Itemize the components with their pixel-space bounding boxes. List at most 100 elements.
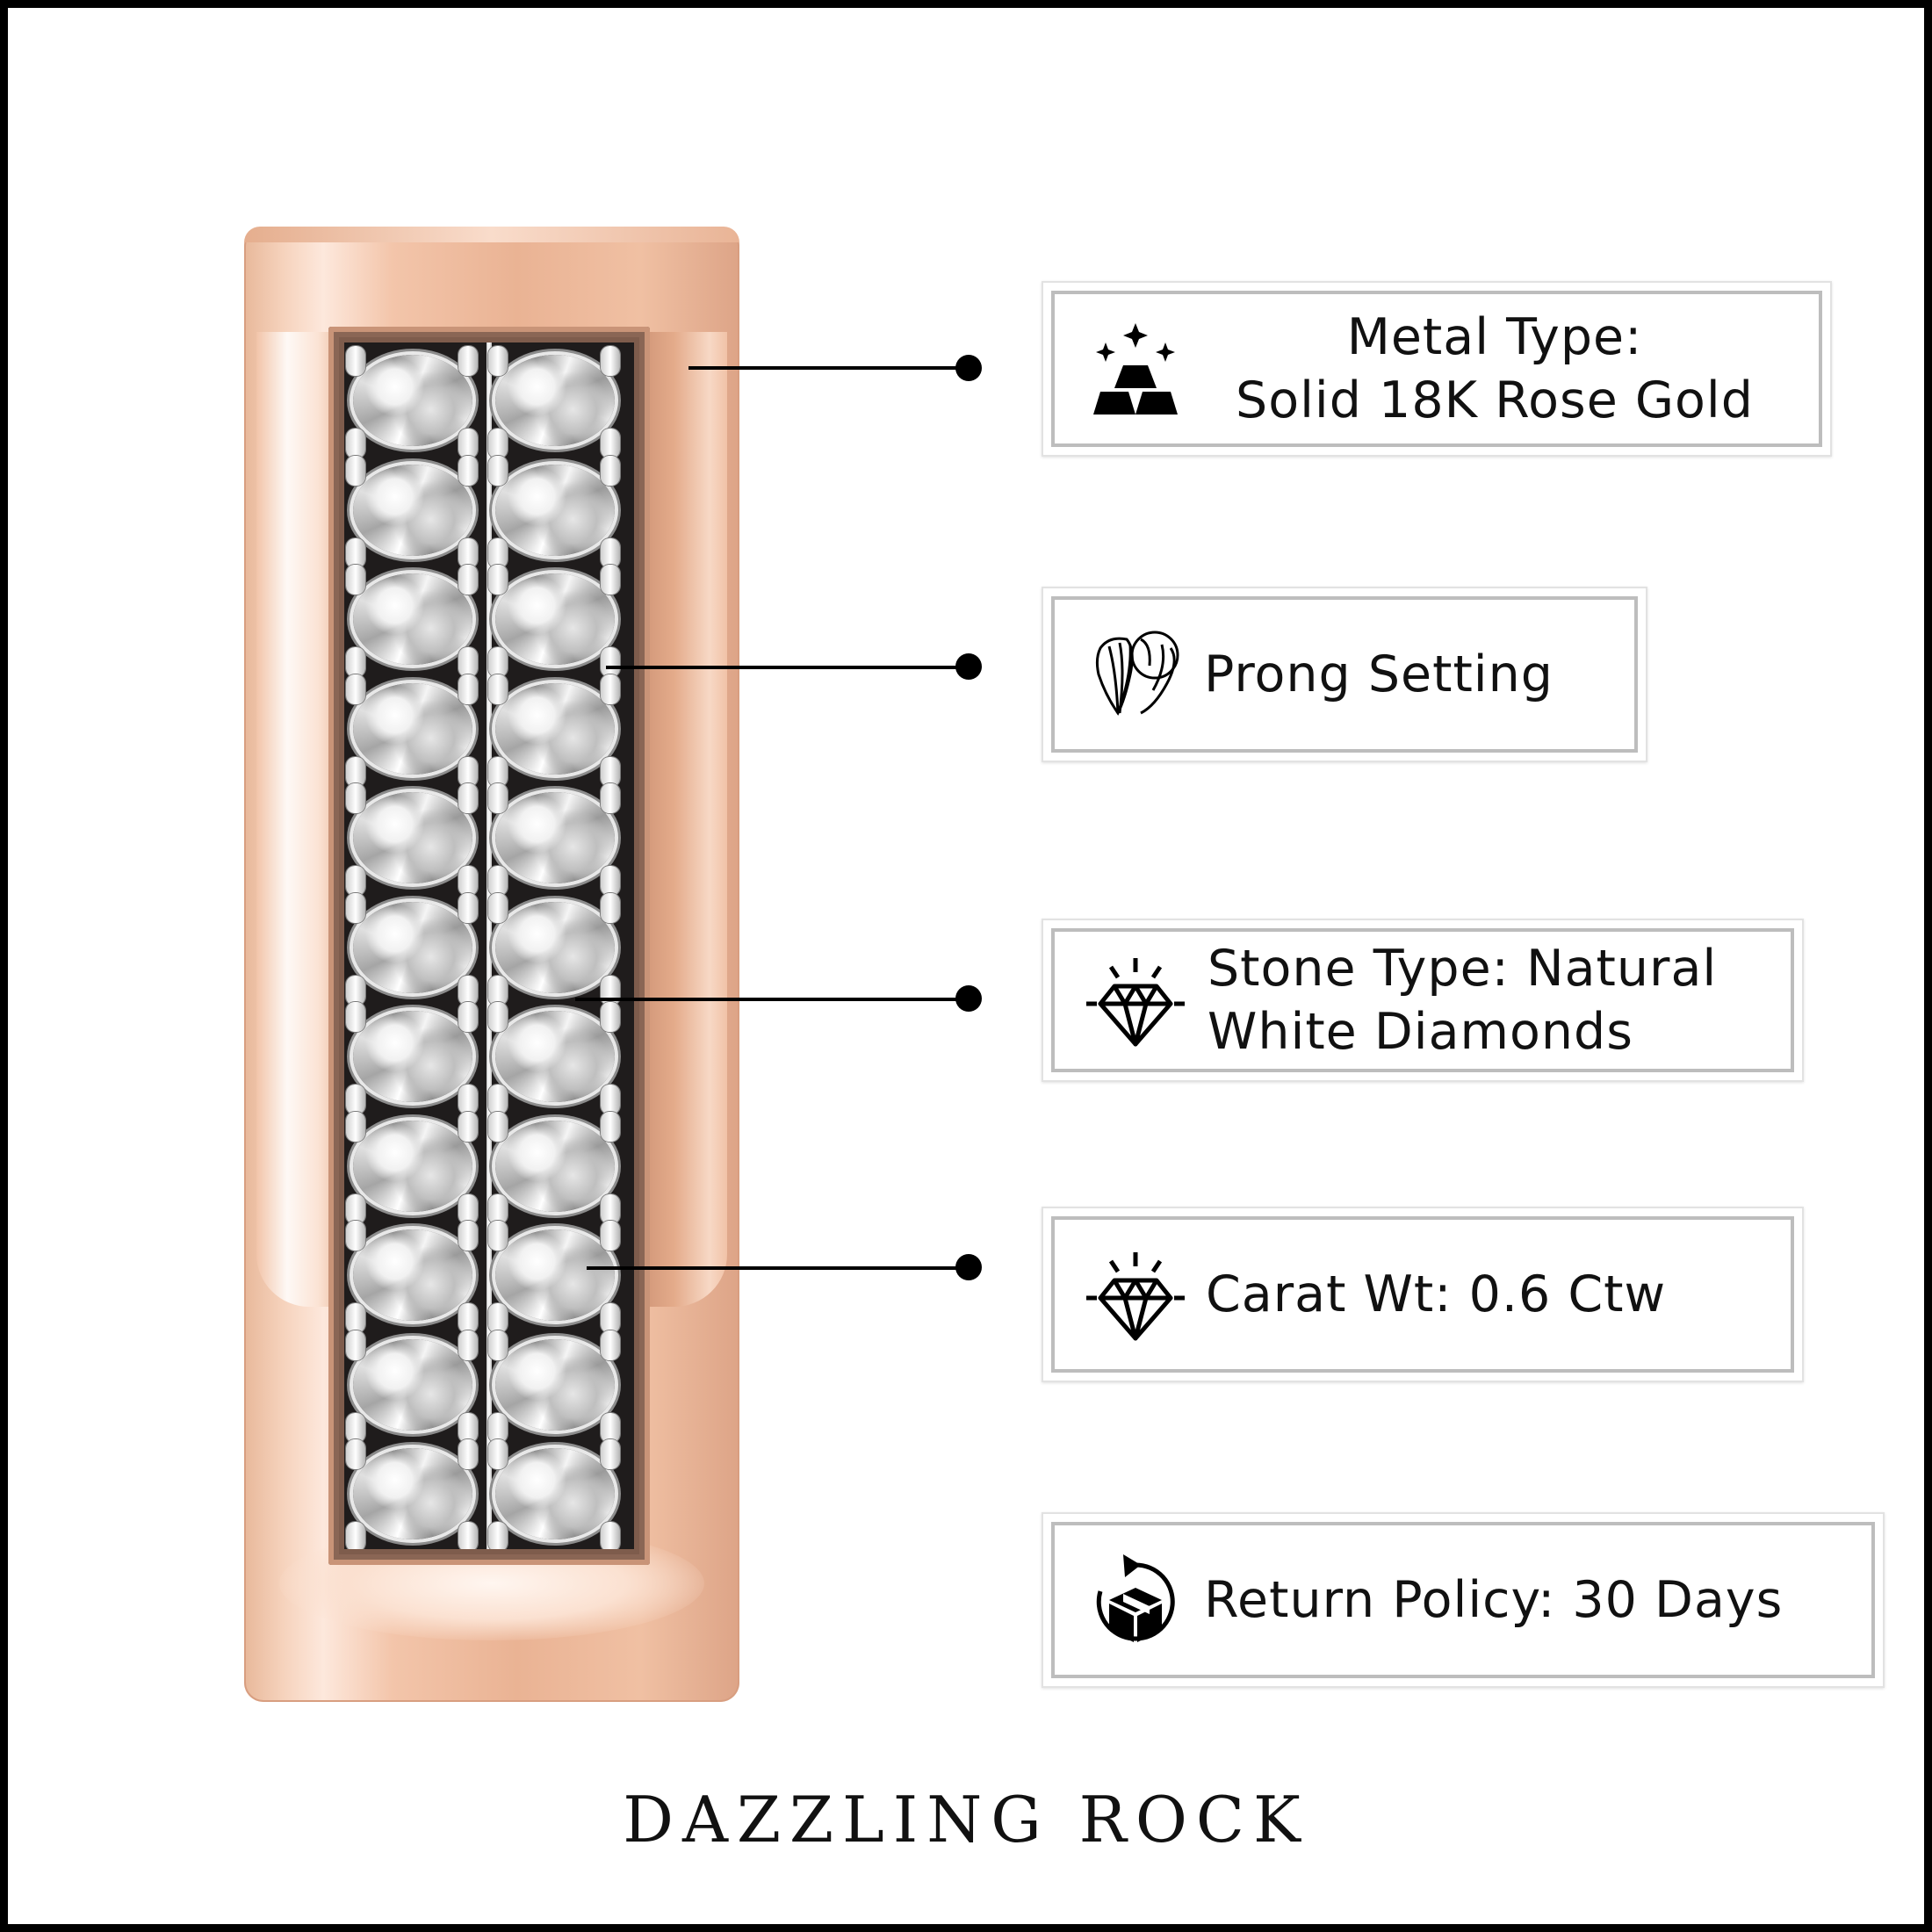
feature-card-border: Prong Setting (1051, 596, 1638, 753)
diamond-stone (495, 682, 615, 775)
diamond-stone (495, 573, 615, 665)
feature-line: White Diamonds (1208, 1003, 1633, 1061)
prong (601, 756, 620, 787)
prong (458, 346, 478, 376)
ring-inner-right-shadow (639, 332, 727, 1307)
feature-text-metal: Metal Type: Solid 18K Rose Gold (1186, 294, 1803, 443)
prong (488, 455, 508, 486)
prong (601, 1002, 620, 1032)
prong (458, 756, 478, 787)
prong (488, 1002, 508, 1032)
connector-line-setting (606, 666, 970, 669)
prong (458, 783, 478, 813)
prong (601, 1111, 620, 1142)
diamond-stone (495, 1011, 615, 1102)
diamond-stone (353, 1338, 472, 1431)
diamond-stone (495, 1229, 615, 1321)
prong (458, 455, 478, 486)
prong (601, 783, 620, 813)
prong (458, 1330, 478, 1360)
prong-setting-icon (1074, 613, 1197, 736)
prong (346, 346, 365, 376)
prong (346, 756, 365, 787)
rose-gold-ring-image (244, 227, 739, 1702)
prong (458, 647, 478, 677)
diamond-icon (1074, 939, 1197, 1062)
prong (346, 1303, 365, 1333)
prong (601, 1412, 620, 1443)
feature-text-carat: Carat Wt: 0.6 Ctw (1206, 1220, 1775, 1369)
connector-line-stone (575, 998, 970, 1001)
prong (601, 1303, 620, 1333)
feature-card-border: Return Policy: 30 Days (1051, 1522, 1875, 1678)
prong (346, 674, 365, 704)
diamond-rows (344, 342, 634, 1549)
prong (488, 1522, 508, 1549)
prong (601, 429, 620, 458)
prong (346, 783, 365, 813)
prong (488, 866, 508, 896)
prong (458, 1193, 478, 1224)
feature-line: Solid 18K Rose Gold (1236, 371, 1754, 429)
feature-card-returns: Return Policy: 30 Days (1042, 1512, 1885, 1688)
diamond-stone (495, 1120, 615, 1212)
prong (488, 756, 508, 787)
prong (346, 1221, 365, 1251)
prong (488, 429, 508, 458)
prong (488, 1330, 508, 1360)
prong (601, 674, 620, 704)
prong (458, 975, 478, 1006)
prong (488, 1412, 508, 1443)
prong (458, 1002, 478, 1032)
connector-line-carat (587, 1266, 970, 1270)
feature-card-border: Carat Wt: 0.6 Ctw (1051, 1216, 1794, 1373)
connector-dot-setting (955, 653, 982, 680)
prong (346, 537, 365, 568)
prong (601, 866, 620, 896)
prong (458, 674, 478, 704)
prong (488, 647, 508, 677)
prong (488, 975, 508, 1006)
prong (346, 455, 365, 486)
prong (488, 537, 508, 568)
prong (488, 674, 508, 704)
diamond-stone (353, 901, 472, 993)
feature-text-stone: Stone Type: Natural White Diamonds (1208, 932, 1775, 1069)
diamond-stone (495, 355, 615, 446)
prong (458, 565, 478, 595)
diamond-stone (495, 1338, 615, 1431)
prong (346, 1330, 365, 1360)
prong (346, 1193, 365, 1224)
ring-top-edge (244, 227, 739, 242)
diamond-stone (353, 1120, 472, 1212)
diamond-channel (328, 327, 650, 1565)
prong (346, 1412, 365, 1443)
prong (346, 1439, 365, 1469)
diamond-stone (353, 355, 472, 446)
prong (458, 537, 478, 568)
gold-bars-icon (1074, 307, 1197, 430)
prong (458, 1303, 478, 1333)
prong (346, 647, 365, 677)
prong (488, 565, 508, 595)
prong (458, 1111, 478, 1142)
diamond-stone (495, 1448, 615, 1539)
feature-line: Metal Type: (1346, 308, 1643, 366)
connector-dot-carat (955, 1254, 982, 1280)
diamond-stone (353, 1011, 472, 1102)
prong (488, 783, 508, 813)
prong (601, 1085, 620, 1114)
prong (458, 866, 478, 896)
diamond-stone (353, 792, 472, 883)
diamond-stone (495, 464, 615, 556)
prong (601, 537, 620, 568)
prong (458, 1522, 478, 1549)
prong (488, 892, 508, 923)
feature-line: Prong Setting (1204, 645, 1554, 703)
diamond-stone (353, 573, 472, 665)
center-rail (487, 342, 492, 1549)
prong (601, 1193, 620, 1224)
connector-line-metal (688, 366, 970, 370)
feature-line: Stone Type: Natural (1208, 940, 1718, 998)
feature-card-carat: Carat Wt: 0.6 Ctw (1042, 1207, 1804, 1382)
